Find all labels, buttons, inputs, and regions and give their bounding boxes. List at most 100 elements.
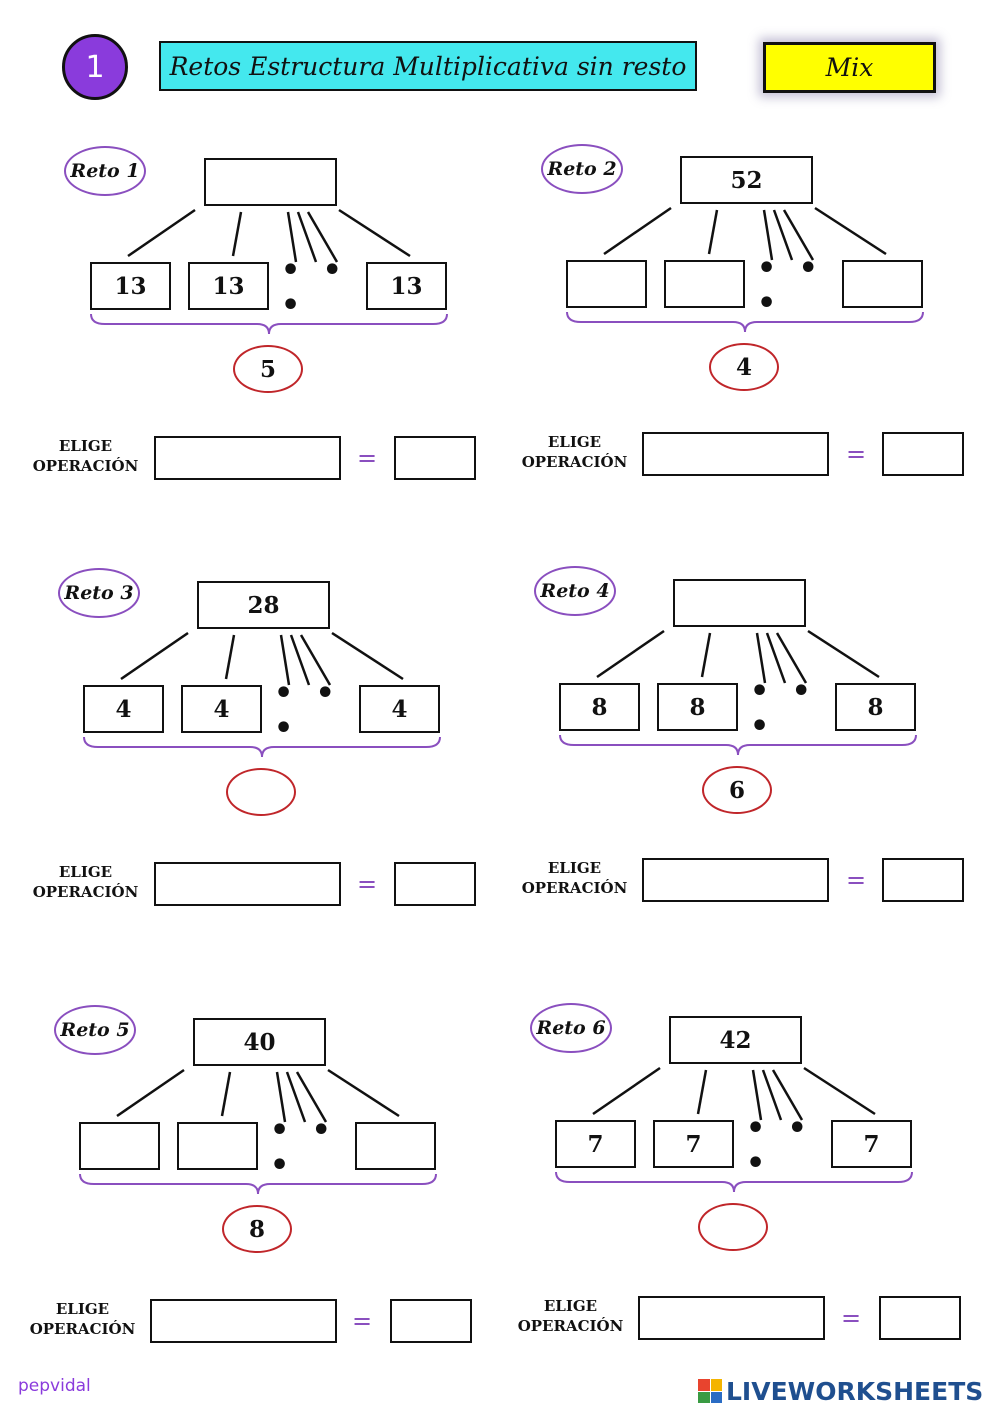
reto-5-result-input[interactable] — [390, 1299, 472, 1343]
reto-2-count-oval[interactable]: 4 — [709, 343, 779, 391]
reto-5-connector-line — [327, 1068, 400, 1118]
reto-6-operation-input[interactable] — [638, 1296, 825, 1340]
elige-line-1: ELIGE — [55, 1300, 110, 1318]
reto-1-dots: • • • — [281, 253, 348, 323]
elige-line-2: OPERACIÓN — [521, 453, 628, 471]
reto-3-label: Reto 3 — [58, 568, 140, 618]
reto-3-elige-label: ELIGE OPERACIÓN — [28, 862, 143, 902]
reto-2-part-box-2[interactable] — [664, 260, 745, 308]
reto-6-connector-line — [696, 1069, 708, 1115]
reto-5-total-box[interactable]: 40 — [193, 1018, 326, 1066]
reto-6-dots: • • • — [746, 1111, 813, 1181]
reto-1-count-oval[interactable]: 5 — [233, 345, 303, 393]
reto-4-part-box-2[interactable]: 8 — [657, 683, 738, 731]
reto-3-result-input[interactable] — [394, 862, 476, 906]
reto-5-elige-label: ELIGE OPERACIÓN — [25, 1299, 140, 1339]
reto-5-dots: • • • — [270, 1113, 337, 1183]
reto-6-part-box-1[interactable]: 7 — [555, 1120, 636, 1168]
reto-1-brace — [90, 313, 448, 335]
reto-5-connector-line — [295, 1071, 328, 1123]
reto-2-dots: • • • — [757, 251, 824, 321]
reto-4-connector-line — [807, 629, 880, 679]
reto-4-connector-line — [700, 632, 712, 678]
reto-3-operation-input[interactable] — [154, 862, 341, 906]
reto-2-result-input[interactable] — [882, 432, 964, 476]
reto-2-label: Reto 2 — [541, 144, 623, 194]
reto-4-connector-line — [765, 632, 787, 684]
reto-5-part-box-3[interactable] — [355, 1122, 436, 1170]
reto-6-connector-line — [751, 1069, 763, 1121]
reto-6-part-box-3[interactable]: 7 — [831, 1120, 912, 1168]
reto-1-connector-line — [338, 208, 411, 258]
reto-4-result-input[interactable] — [882, 858, 964, 902]
reto-5-connector-line — [275, 1071, 287, 1123]
reto-2-part-box-1[interactable] — [566, 260, 647, 308]
reto-3-connector-line — [279, 634, 291, 686]
reto-2-brace — [566, 311, 924, 333]
reto-2-part-box-3[interactable] — [842, 260, 923, 308]
reto-1-part-box-2[interactable]: 13 — [188, 262, 269, 310]
reto-2-connector-line — [814, 206, 887, 256]
reto-2-connector-line — [762, 209, 774, 261]
author-credit: pepvidal — [18, 1376, 91, 1396]
reto-6-connector-line — [771, 1069, 804, 1121]
reto-4-dots: • • • — [750, 674, 817, 744]
worksheet-number-badge: 1 — [62, 34, 128, 100]
reto-2-total-box[interactable]: 52 — [680, 156, 813, 204]
reto-1-connector-line — [286, 211, 298, 263]
reto-2-connector-line — [603, 206, 672, 256]
reto-5-connector-line — [285, 1071, 307, 1123]
reto-1-connector-line — [231, 211, 243, 257]
reto-6-total-box[interactable]: 42 — [669, 1016, 802, 1064]
reto-1-operation-input[interactable] — [154, 436, 341, 480]
reto-4-part-box-1[interactable]: 8 — [559, 683, 640, 731]
reto-1-result-input[interactable] — [394, 436, 476, 480]
reto-3-connector-line — [224, 634, 236, 680]
reto-6-result-input[interactable] — [879, 1296, 961, 1340]
reto-2-connector-line — [707, 209, 719, 255]
reto-1-part-box-1[interactable]: 13 — [90, 262, 171, 310]
reto-5-operation-input[interactable] — [150, 1299, 337, 1343]
reto-5-part-box-2[interactable] — [177, 1122, 258, 1170]
reto-3-brace — [83, 736, 441, 758]
reto-6-equals-sign: = — [840, 1304, 862, 1332]
reto-4-brace — [559, 734, 917, 756]
reto-4-elige-label: ELIGE OPERACIÓN — [517, 858, 632, 898]
reto-4-connector-line — [775, 632, 808, 684]
reto-1-total-box[interactable] — [204, 158, 337, 206]
reto-2-operation-input[interactable] — [642, 432, 829, 476]
reto-4-label: Reto 4 — [534, 566, 616, 616]
reto-6-part-box-2[interactable]: 7 — [653, 1120, 734, 1168]
reto-3-equals-sign: = — [356, 870, 378, 898]
liveworksheets-wordmark: LIVEWORKSHEETS — [726, 1376, 984, 1406]
reto-5-connector-line — [116, 1068, 185, 1118]
reto-3-count-oval[interactable] — [226, 768, 296, 816]
reto-6-count-oval[interactable] — [698, 1203, 768, 1251]
reto-3-part-box-2[interactable]: 4 — [181, 685, 262, 733]
reto-3-connector-line — [120, 631, 189, 681]
elige-line-2: OPERACIÓN — [29, 1320, 136, 1338]
reto-5-part-box-1[interactable] — [79, 1122, 160, 1170]
reto-4-total-box[interactable] — [673, 579, 806, 627]
reto-4-count-oval[interactable]: 6 — [702, 766, 772, 814]
reto-6-connector-line — [803, 1066, 876, 1116]
reto-1-connector-line — [306, 211, 339, 263]
reto-3-part-box-3[interactable]: 4 — [359, 685, 440, 733]
worksheet-title: Retos Estructura Multiplicativa sin rest… — [159, 41, 697, 91]
reto-3-dots: • • • — [274, 676, 341, 746]
reto-3-total-box[interactable]: 28 — [197, 581, 330, 629]
reto-6-brace — [555, 1171, 913, 1193]
elige-line-2: OPERACIÓN — [32, 883, 139, 901]
elige-line-1: ELIGE — [58, 863, 113, 881]
reto-5-count-oval[interactable]: 8 — [222, 1205, 292, 1253]
reto-4-operation-input[interactable] — [642, 858, 829, 902]
reto-1-connector-line — [127, 208, 196, 258]
reto-1-label: Reto 1 — [64, 146, 146, 196]
reto-3-connector-line — [299, 634, 332, 686]
reto-1-equals-sign: = — [356, 444, 378, 472]
reto-3-part-box-1[interactable]: 4 — [83, 685, 164, 733]
reto-1-part-box-3[interactable]: 13 — [366, 262, 447, 310]
reto-4-part-box-3[interactable]: 8 — [835, 683, 916, 731]
reto-2-elige-label: ELIGE OPERACIÓN — [517, 432, 632, 472]
